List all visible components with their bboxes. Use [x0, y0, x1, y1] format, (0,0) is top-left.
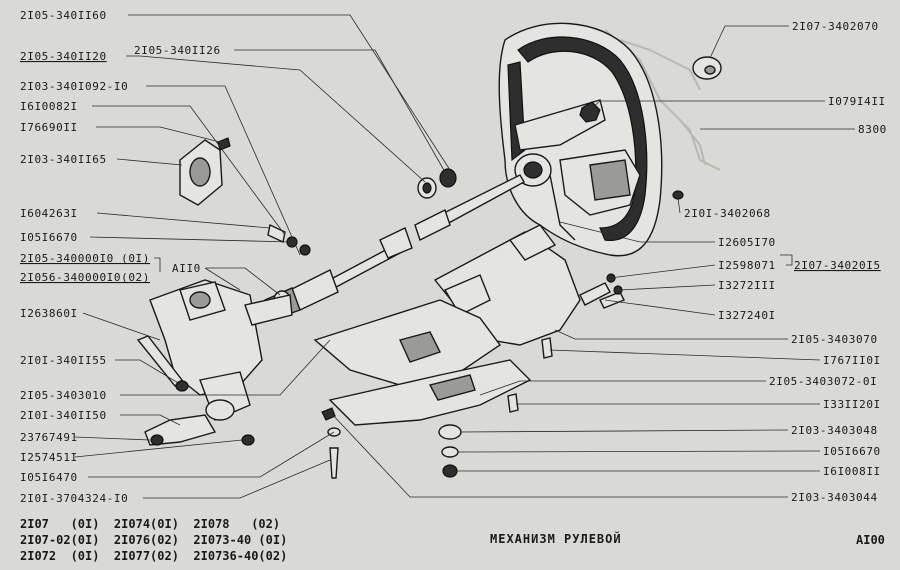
label-l16: 2I0I-340II50 — [20, 409, 107, 422]
sheet-number: AI00 — [856, 533, 885, 547]
label-r05: I2605I70 — [718, 236, 776, 249]
label-l13: I263860I — [20, 307, 78, 320]
right-part-labels: 2I07-3402070 I079I4II 8300 2I0I-3402068 … — [684, 20, 887, 504]
label-l08: I604263I — [20, 207, 78, 220]
label-l07: 2I03-340II65 — [20, 153, 107, 166]
label-l19: I05I6470 — [20, 471, 78, 484]
horn-emblem — [692, 56, 722, 80]
label-r03: 8300 — [858, 123, 887, 136]
label-r06: I2598071 — [718, 259, 776, 272]
label-r14: 2I03-3403048 — [791, 424, 878, 437]
label-r10: 2I05-3403070 — [791, 333, 878, 346]
label-r16: I6I008II — [823, 465, 881, 478]
label-l10: 2I05-340000I0 (0I) — [20, 252, 150, 265]
left-part-labels: 2I05-340II60 2I05-340II20 2I05-340II26 2… — [20, 9, 221, 505]
steering-gearbox — [149, 279, 293, 421]
label-r13: I33II20I — [823, 398, 881, 411]
label-r12: 2I05-3403072-0I — [769, 375, 877, 388]
leader-lines — [74, 14, 855, 499]
label-l09: I05I6670 — [20, 231, 78, 244]
label-l17: 23767491 — [20, 431, 78, 444]
fasteners-right — [321, 273, 625, 479]
label-l12: AII0 — [172, 262, 201, 275]
label-l03: 2I05-340II26 — [134, 44, 221, 57]
label-r07: 2I07-34020I5 — [794, 259, 881, 272]
small-screw — [672, 190, 684, 200]
label-l04: 2I03-340I092-I0 — [20, 80, 128, 93]
bushings — [417, 168, 457, 199]
steering-shaft — [414, 174, 525, 241]
label-l11: 2I056-340000I0(02) — [20, 271, 150, 284]
steering-wheel — [498, 22, 663, 257]
flange — [179, 137, 231, 206]
label-r02: I079I4II — [828, 95, 886, 108]
model-applicability: 2I07 (0I) 2I074(0I) 2I078 (02) 2I07-02(0… — [20, 517, 288, 563]
label-l14: 2I0I-340II55 — [20, 354, 107, 367]
label-l20: 2I0I-3704324-I0 — [20, 492, 128, 505]
label-r04: 2I0I-3402068 — [684, 207, 771, 220]
label-l01: 2I05-340II60 — [20, 9, 107, 22]
wheel-nut — [579, 101, 601, 123]
label-r08: I3272III — [718, 279, 776, 292]
diagram-title: МЕХАНИЗМ РУЛЕВОЙ — [490, 532, 622, 546]
hub-boss — [514, 153, 552, 187]
label-l18: I257451I — [20, 451, 78, 464]
label-r17: 2I03-3403044 — [791, 491, 878, 504]
label-l05: I6I0082I — [20, 100, 78, 113]
label-r11: I767II0I — [823, 354, 881, 367]
label-r01: 2I07-3402070 — [792, 20, 879, 33]
label-r09: I327240I — [718, 309, 776, 322]
label-l02: 2I05-340II20 — [20, 50, 107, 63]
mounting-bracket — [313, 299, 532, 426]
label-l06: I76690II — [20, 121, 78, 134]
label-r15: I05I6670 — [823, 445, 881, 458]
label-l15: 2I05-3403010 — [20, 389, 107, 402]
